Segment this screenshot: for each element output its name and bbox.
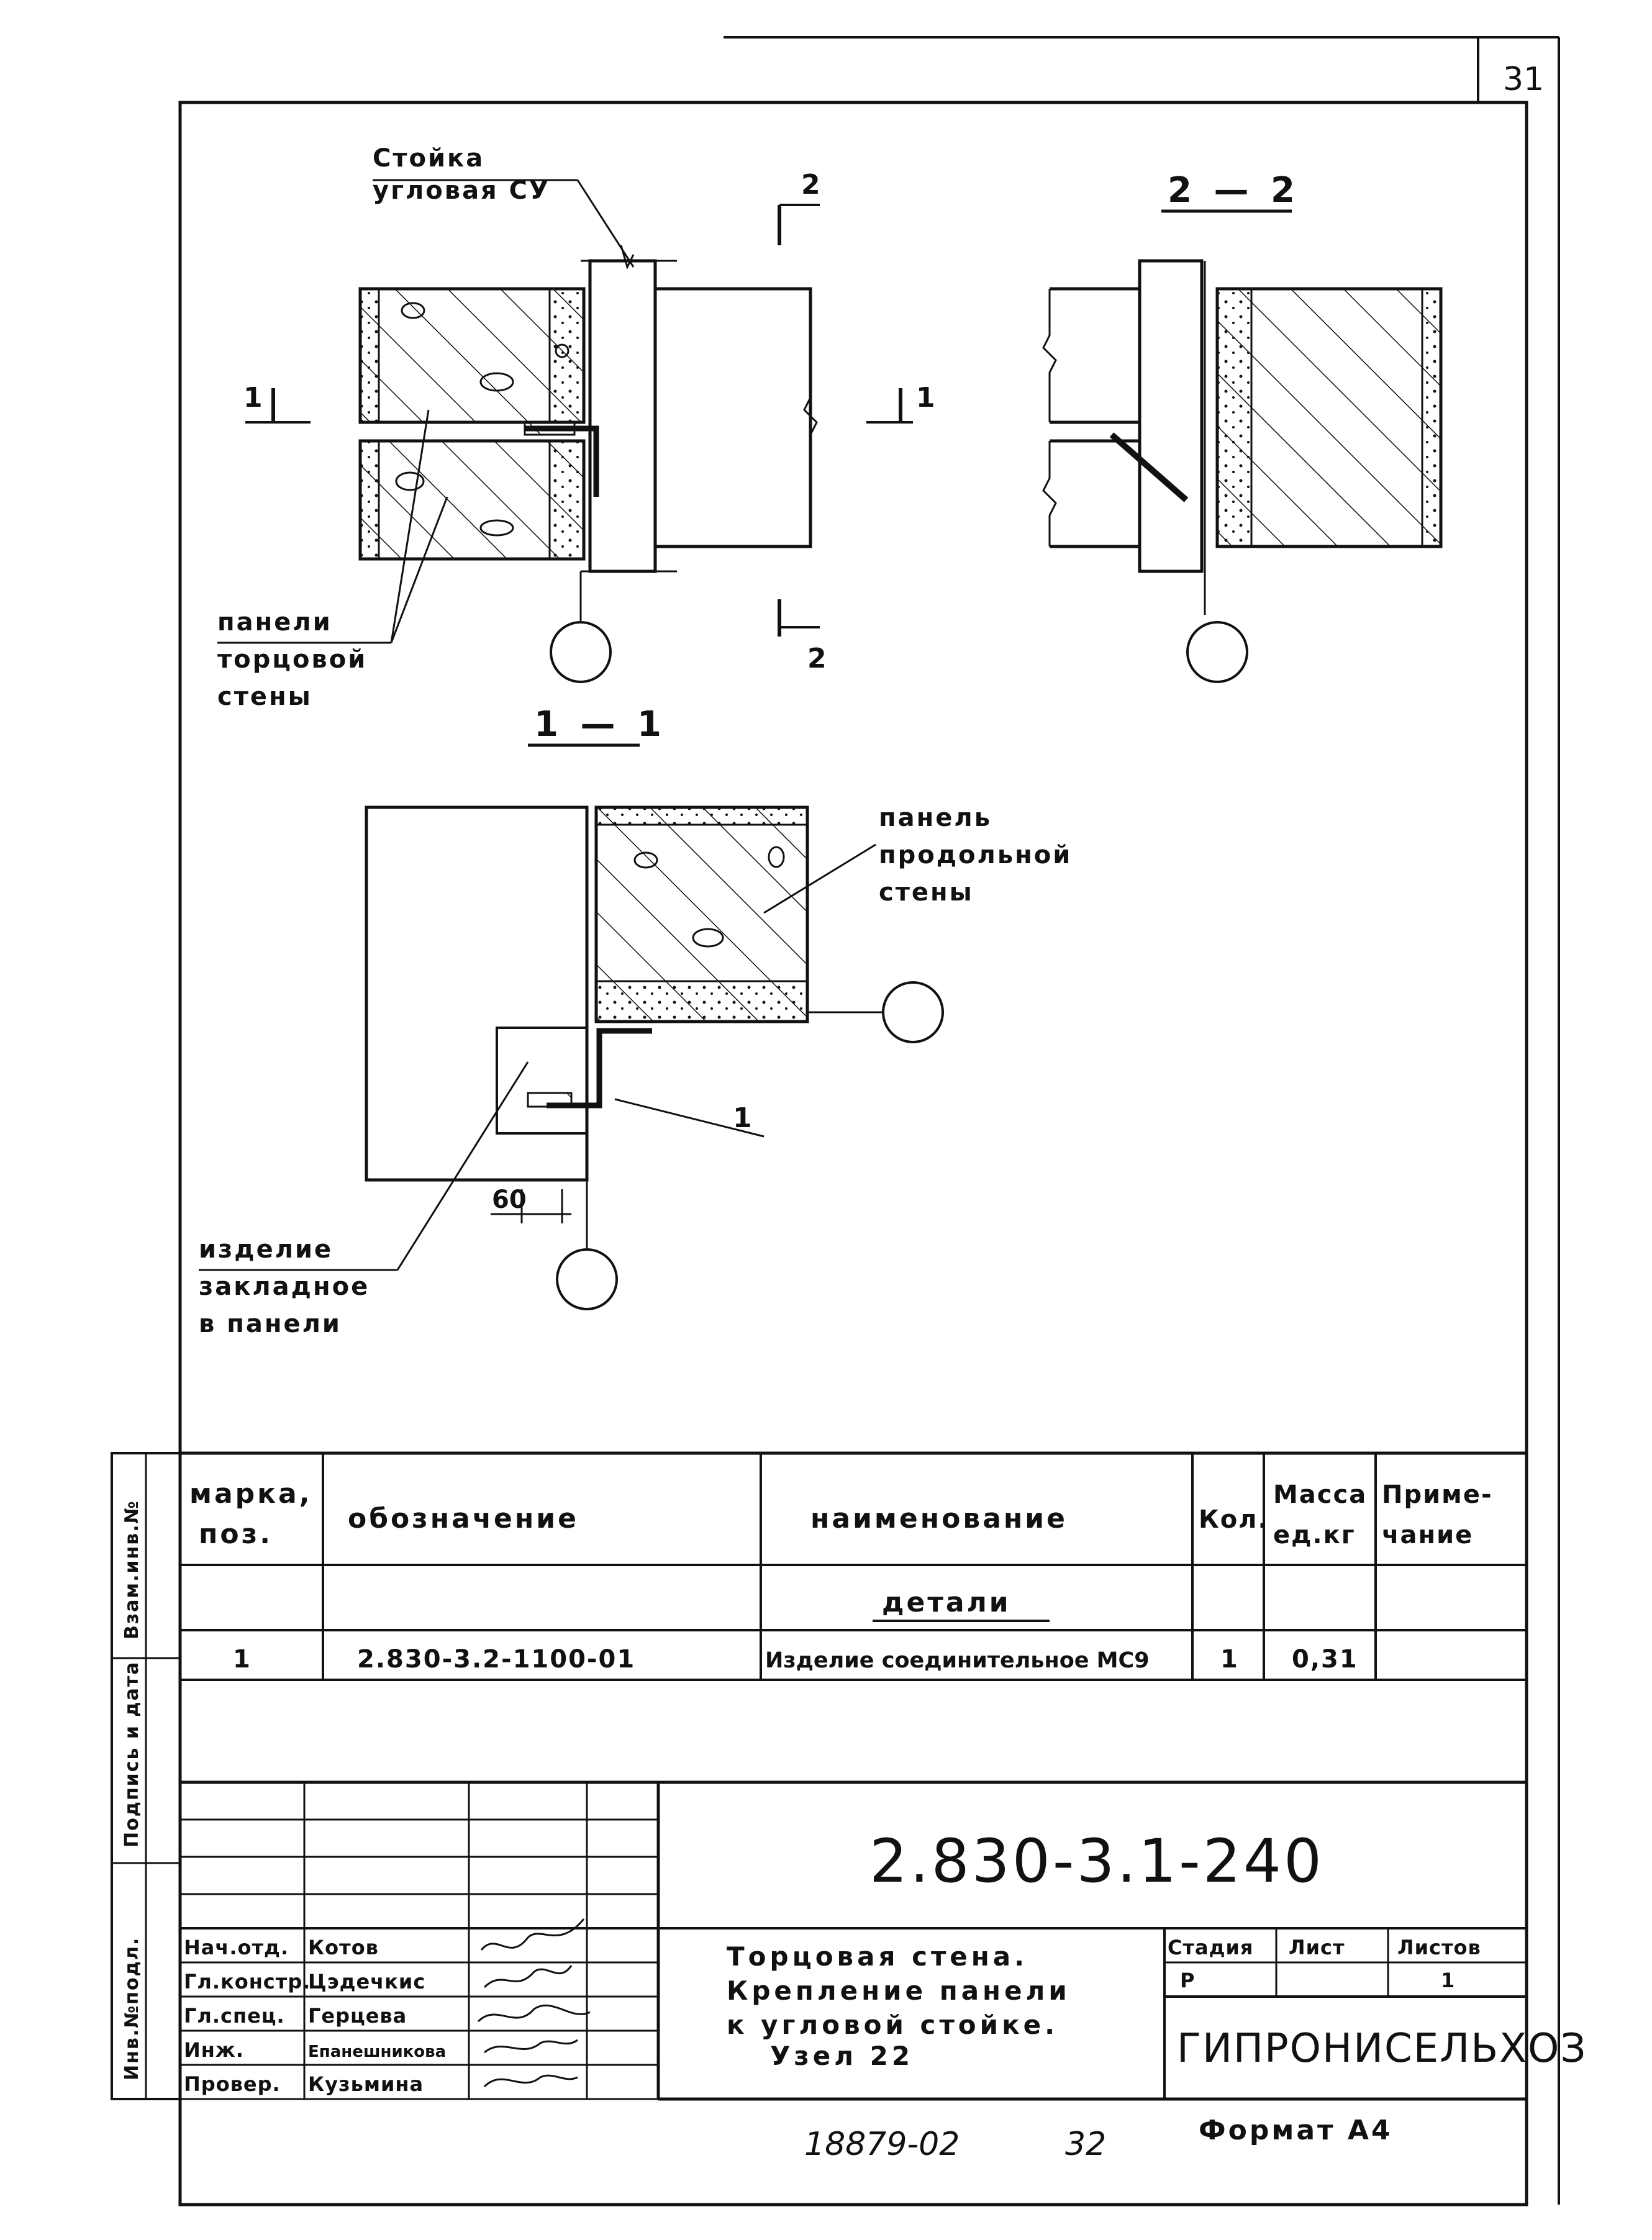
stadiya-label: Стадия [1168, 1936, 1253, 1959]
label-uglovaya: угловая СУ [373, 176, 550, 205]
signature-marks [477, 1918, 591, 2088]
callout-1: 1 [733, 1102, 752, 1134]
end-wall-panel-upper [358, 287, 586, 424]
side-vzam: Взам.инв.№ [121, 1500, 143, 1639]
name-4: Епанешникова [308, 2043, 446, 2061]
header-oboznachenie: обозначение [348, 1503, 579, 1535]
role-3: Гл.спец. [184, 2004, 285, 2028]
list-label: Лист [1289, 1936, 1345, 1959]
side-podpis: Подпись и дата [121, 1661, 143, 1848]
section-1-1: 1 — 1 60 панель продольной стены 1 издел… [199, 704, 1072, 1338]
section-2-2: 2 — 2 [1042, 170, 1443, 683]
footer-number: 18879-02 [804, 2126, 960, 2163]
role-4: Инж. [184, 2038, 244, 2062]
listov-value: 1 [1441, 1969, 1455, 1992]
title-block [180, 1782, 1527, 2101]
row1-kol: 1 [1220, 1645, 1239, 1674]
name-2: Цэдечкис [308, 1970, 425, 1993]
label-torcovoi: торцовой [217, 645, 367, 674]
row1-massa: 0,31 [1292, 1645, 1358, 1674]
cut-1-left: 1 [243, 382, 263, 414]
axis-marker-3 [556, 1248, 618, 1310]
header-naimenovanie: наименование [810, 1503, 1068, 1535]
listov-label: Листов [1397, 1936, 1481, 1959]
cut-2-top: 2 [801, 169, 820, 201]
document-designation: 2.830-3.1-240 [869, 1826, 1324, 1896]
name-5: Кузьмина [308, 2072, 424, 2096]
label-izdelie: изделие [199, 1235, 333, 1264]
label-steny2: стены [879, 878, 974, 907]
dimension-60: 60 [492, 1186, 527, 1214]
axis-marker-4 [882, 981, 944, 1043]
label-steny: стены [217, 682, 312, 711]
role-1: Нач.отд. [184, 1936, 289, 1959]
title-line-1: Торцовая стена. [727, 1941, 1028, 1972]
label-zakladnoe: закладное [199, 1272, 370, 1301]
side-stamp [111, 1452, 181, 2100]
row1-naimenovanie: Изделие соединительное МС9 [765, 1648, 1150, 1673]
label-prodolnoi: продольной [879, 841, 1072, 869]
header-massa-unit: ед.кг [1273, 1521, 1356, 1549]
plan-view: 1 1 2 2 Стойка угловая СУ панели торцово… [217, 144, 935, 711]
format-label: Формат А4 [1199, 2115, 1393, 2146]
axis-marker-2 [1186, 621, 1248, 683]
label-paneli: панели [217, 608, 332, 637]
section-1-1-title: 1 — 1 [534, 704, 666, 745]
stadiya-value: Р [1180, 1969, 1195, 1992]
title-line-3: к угловой стойке. [727, 2010, 1058, 2040]
side-inv: Инв.№подл. [121, 1937, 143, 2080]
header-poz: поз. [199, 1518, 273, 1550]
name-1: Котов [308, 1936, 379, 1959]
row1-oboznachenie: 2.830-3.2-1100-01 [357, 1645, 635, 1674]
corner-post [588, 259, 657, 573]
title-line-4: Узел 22 [770, 2041, 914, 2071]
section-2-2-title: 2 — 2 [1168, 170, 1300, 211]
cut-1-right: 1 [916, 382, 935, 414]
sheet-number: 31 [1503, 61, 1544, 98]
role-5: Провер. [184, 2072, 281, 2096]
label-v-paneli: в панели [199, 1310, 342, 1338]
name-3: Герцева [308, 2004, 407, 2028]
cut-2-bottom: 2 [807, 643, 827, 674]
organization-name: ГИПРОНИСЕЛЬХОЗ [1177, 2026, 1587, 2072]
label-panel: панель [879, 804, 992, 832]
header-marka: марка, [189, 1478, 312, 1510]
axis-marker [550, 621, 612, 683]
header-chanie: чание [1382, 1521, 1473, 1549]
header-kol: Кол. [1199, 1505, 1269, 1534]
role-2: Гл.констр. [184, 1970, 311, 1993]
sheet-frame [178, 36, 1560, 2206]
header-massa: Масса [1273, 1480, 1367, 1509]
header-prime: Приме- [1382, 1480, 1493, 1509]
row1-poz: 1 [233, 1645, 252, 1674]
footer-page: 32 [1065, 2126, 1106, 2163]
label-stoika: Стойка [373, 144, 484, 173]
group-detali: детали [882, 1587, 1011, 1618]
spec-table [180, 1451, 1527, 1784]
title-line-2: Крепление панели [727, 1975, 1071, 2006]
